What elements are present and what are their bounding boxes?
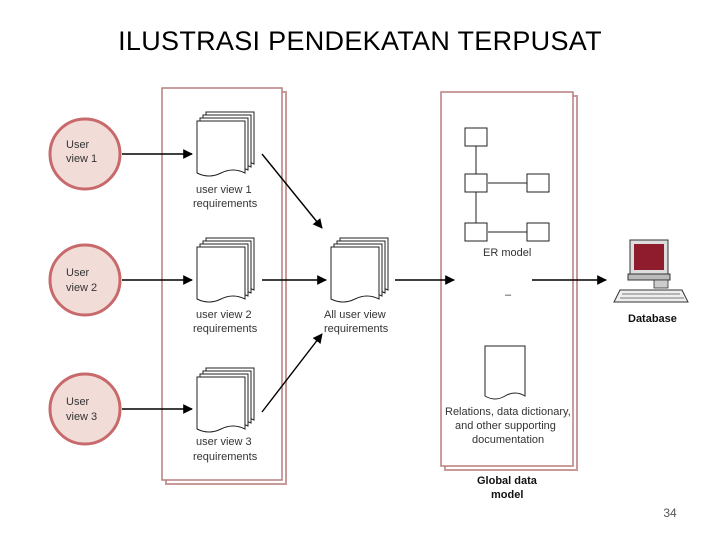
global-data-model-line1: Global data	[477, 475, 538, 487]
flow-arrows	[122, 149, 607, 414]
page-number: 34	[663, 506, 677, 520]
user-view-2-label-line1: User	[66, 267, 90, 279]
relations-line2: and other supporting	[455, 420, 556, 432]
arrow-req-3-to-all	[261, 333, 323, 413]
user-view-2-circle: User view 2	[48, 243, 122, 317]
relations-line1: Relations, data dictionary,	[445, 406, 571, 418]
relations-document	[484, 345, 526, 400]
all-user-view-requirements-line1: All user view	[324, 309, 386, 321]
user-view-3-requirements-docs	[196, 367, 255, 433]
database-computer-icon	[613, 239, 689, 303]
user-view-3-label-line1: User	[66, 396, 90, 408]
user-view-2-requirements-line1: user view 2	[196, 309, 252, 321]
user-view-2-label-line2: view 2	[66, 282, 97, 294]
user-view-1-requirements-line1: user view 1	[196, 184, 252, 196]
user-view-2-requirements-docs	[196, 237, 255, 303]
arrow-req-1-to-all	[261, 153, 323, 229]
relations-line3: documentation	[472, 434, 544, 446]
user-view-3-label-line2: view 3	[66, 411, 97, 423]
user-view-3-requirements-line2: requirements	[193, 451, 258, 463]
user-view-3-circle: User view 3	[48, 372, 122, 446]
user-view-1-requirements-line2: requirements	[193, 198, 258, 210]
database-label: Database	[628, 313, 677, 325]
user-view-1-label-line2: view 1	[66, 153, 97, 165]
global-data-model-line2: model	[491, 489, 523, 501]
er-model-diagram	[464, 127, 550, 242]
global-data-model-panel	[440, 91, 578, 471]
user-view-1-requirements-docs	[196, 111, 255, 177]
user-view-1-circle: User view 1	[48, 117, 122, 191]
all-user-view-requirements-line2: requirements	[324, 323, 389, 335]
er-model-label: ER model	[483, 247, 531, 259]
user-view-1-label-line1: User	[66, 139, 90, 151]
all-user-view-requirements-docs	[330, 237, 389, 303]
user-view-2-requirements-line2: requirements	[193, 323, 258, 335]
er-model-dash: –	[505, 289, 512, 301]
page-title: ILUSTRASI PENDEKATAN TERPUSAT	[118, 26, 602, 56]
user-view-3-requirements-line1: user view 3	[196, 436, 252, 448]
